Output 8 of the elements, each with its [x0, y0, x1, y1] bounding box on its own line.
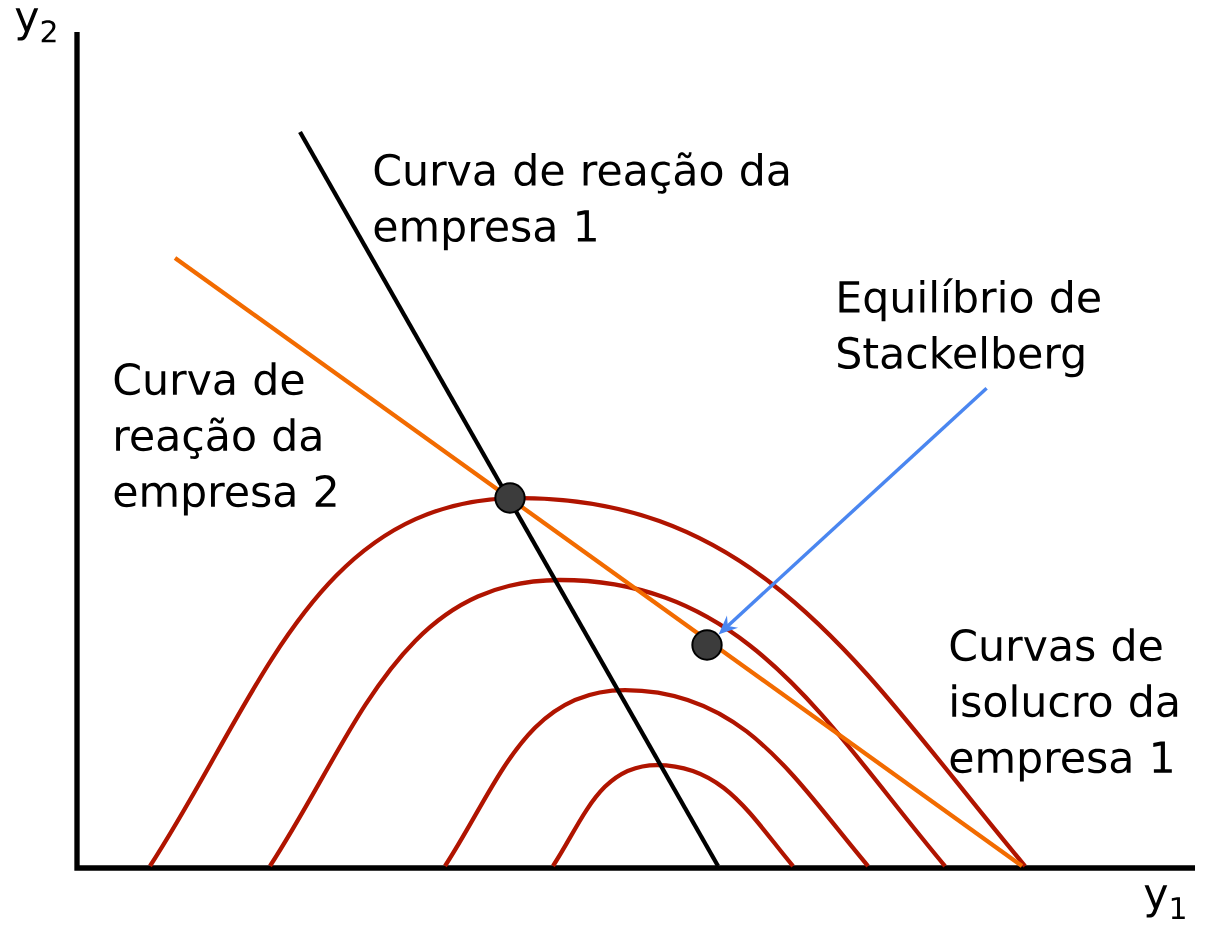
- equilibrium-dot: [494, 482, 526, 514]
- curve-label: Curva de reação da empresa 2: [114, 362, 336, 516]
- axis-label: y$_{2}$: [15, 8, 56, 43]
- curve-label: Curvas de isolucro da empresa 1: [950, 628, 1178, 782]
- axis-label: y$_{1}$: [1144, 885, 1185, 919]
- callout-text: Equilíbrio de Stackelberg: [838, 278, 1100, 378]
- equilibrium-dot: [691, 629, 723, 661]
- curve-label: Curva de reação da empresa 1: [374, 152, 789, 251]
